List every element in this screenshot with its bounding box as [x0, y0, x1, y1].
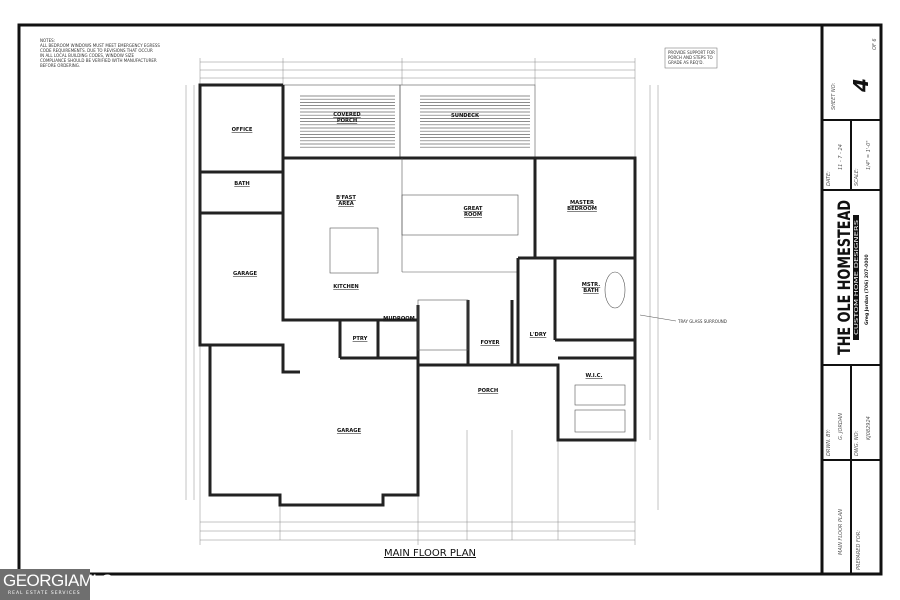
room-pantry: PTRY	[353, 336, 368, 342]
svg-text:ROOM: ROOM	[464, 212, 482, 218]
sheet-label: SHEET NO:	[831, 82, 837, 110]
room-sundeck: SUNDECK	[451, 113, 480, 119]
svg-text:DATE:: DATE:	[826, 171, 832, 186]
svg-text:NOTES:: NOTES:	[40, 38, 55, 43]
general-notes: NOTES: ALL BEDROOM WINDOWS MUST MEET EME…	[40, 38, 160, 68]
svg-text:DRWN. BY:: DRWN. BY:	[826, 429, 832, 456]
scale-value: 1/4" = 1'-0"	[866, 140, 872, 170]
room-great-room: GREAT	[464, 206, 483, 212]
drawn-by-value: G. JORDAN	[838, 413, 844, 440]
room-garage-side: GARAGE	[233, 271, 258, 277]
decking	[282, 84, 536, 159]
room-labels: OFFICE BATH GARAGE COVERED PORCH SUNDECK…	[232, 112, 727, 434]
room-porch: PORCH	[478, 388, 498, 394]
room-mudroom: MUDROOM	[383, 316, 415, 322]
date-value: 11 - 7 - 24	[838, 144, 844, 170]
svg-text:COMPLIANCE SHOULD BE VERIFIED: COMPLIANCE SHOULD BE VERIFIED WITH MANUF…	[40, 58, 157, 63]
svg-text:ALL BEDROOM WINDOWS MUST MEET: ALL BEDROOM WINDOWS MUST MEET EMERGENCY …	[40, 43, 160, 48]
sheet-number: 4	[849, 78, 873, 93]
svg-text:GRADE AS REQ'D.: GRADE AS REQ'D.	[668, 60, 704, 65]
watermark-brand: GEORGIAMLS	[3, 571, 113, 590]
svg-text:PORCH: PORCH	[337, 118, 357, 124]
room-mstr-bath: MSTR.	[582, 282, 601, 288]
company-logo: THE OLE HOMESTEAD CUSTOM HOME DESIGNERS …	[835, 200, 870, 355]
dimension-lines	[185, 58, 659, 545]
room-master-bedroom: MASTER	[570, 200, 594, 206]
svg-text:PROVIDE SUPPORT FOR: PROVIDE SUPPORT FOR	[668, 50, 715, 55]
svg-text:SCALE:: SCALE:	[854, 168, 860, 186]
interior-walls	[200, 158, 635, 433]
room-bfast-area: B'FAST	[336, 195, 356, 201]
room-foyer: FOYER	[480, 340, 499, 346]
plan-title: MAIN FLOOR PLAN	[384, 548, 476, 559]
svg-text:DWG. NO:: DWG. NO:	[854, 430, 860, 456]
plan-name: MAIN FLOOR PLAN	[838, 509, 844, 555]
georgiamls-watermark: GEORGIAMLS REAL ESTATE SERVICES	[0, 569, 113, 600]
room-garage-front: GARAGE	[337, 428, 362, 434]
room-laundry: L'DRY	[530, 332, 547, 338]
svg-text:CODE REQUIREMENTS. DUE TO REVI: CODE REQUIREMENTS. DUE TO REVISIONS THAT…	[40, 48, 153, 53]
svg-text:PORCH AND STEPS TO: PORCH AND STEPS TO	[668, 55, 713, 60]
room-wic: W.I.C.	[586, 373, 603, 379]
svg-text:BATH: BATH	[583, 288, 598, 294]
watermark-tagline: REAL ESTATE SERVICES	[8, 591, 81, 596]
porch-support-note: PROVIDE SUPPORT FOR PORCH AND STEPS TO G…	[664, 47, 718, 69]
svg-text:CUSTOM HOME DESIGNERS: CUSTOM HOME DESIGNERS	[854, 220, 860, 335]
title-block: SHEET NO: 4 OF 6 DATE: 11 - 7 - 24 SCALE…	[822, 38, 881, 574]
svg-text:BEFORE ORDERING.: BEFORE ORDERING.	[40, 63, 80, 68]
room-office: OFFICE	[232, 127, 253, 133]
room-covered-porch: COVERED	[333, 112, 361, 118]
room-bath: BATH	[234, 181, 249, 187]
svg-text:BEDROOM: BEDROOM	[567, 206, 597, 212]
room-kitchen: KITCHEN	[333, 284, 359, 290]
svg-text:PREPARED FOR:: PREPARED FOR:	[856, 530, 862, 570]
sheet-border	[17, 23, 883, 576]
dwg-no-value: KJ082924	[866, 416, 872, 440]
tray-glass-callout: TRAY GLASS SURROUND	[677, 319, 727, 324]
svg-text:AREA: AREA	[338, 201, 354, 207]
svg-text:THE OLE HOMESTEAD: THE OLE HOMESTEAD	[835, 200, 855, 355]
svg-text:Greg Jordan (706) 207-0000: Greg Jordan (706) 207-0000	[864, 254, 870, 325]
svg-text:OF 6: OF 6	[872, 38, 878, 50]
svg-text:IN ALL LOCAL BUILDING CODES, W: IN ALL LOCAL BUILDING CODES, WINDOW SIZE	[40, 53, 135, 58]
exterior-walls	[198, 83, 637, 507]
